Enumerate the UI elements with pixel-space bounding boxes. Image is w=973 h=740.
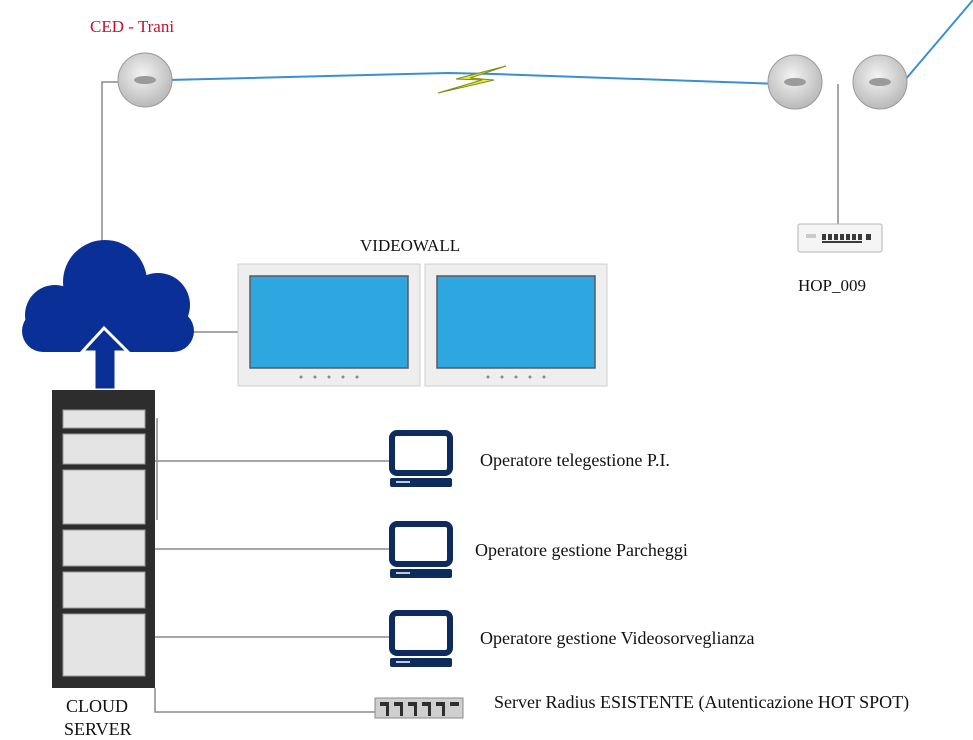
operator-label: Operatore telegestione P.I.	[480, 450, 670, 470]
network-switch-icon	[797, 223, 883, 253]
connector-lines	[101, 81, 839, 713]
link-server-to-radius	[154, 688, 375, 713]
monitor-screen	[249, 275, 409, 369]
radius-server-label: Server Radius ESISTENTE (Autenticazione …	[494, 692, 910, 712]
cloud-server-label-line2: SERVER	[64, 719, 132, 739]
desktop-computer-icon	[389, 610, 453, 667]
videowall-label: VIDEOWALL	[360, 236, 461, 255]
operator-label: Operatore gestione Videosorveglianza	[480, 628, 755, 648]
monitor-screen	[436, 275, 596, 369]
antenna-relay-2	[852, 54, 908, 110]
desktop-computer-icon	[389, 430, 453, 487]
site-title: CED - Trani	[90, 17, 175, 36]
upload-arrow-icon	[78, 325, 132, 392]
radius-server-icon	[374, 697, 464, 719]
antenna-ced-trani	[117, 52, 173, 108]
lightning-bolt-icon	[437, 65, 507, 94]
cloud-server-label-line1: CLOUD	[66, 696, 128, 716]
desktop-computer-icon	[389, 521, 453, 578]
wireless-link	[167, 0, 973, 94]
videowall-monitor-right	[424, 263, 608, 387]
wireless-link-uplink	[904, 0, 973, 81]
wireless-link-line	[167, 71, 781, 85]
uplink-cloud-to-antenna	[101, 81, 122, 243]
antenna-relay-1	[767, 54, 823, 110]
operator-label: Operatore gestione Parcheggi	[475, 540, 688, 560]
switch-label: HOP_009	[798, 276, 867, 295]
server-rack-icon	[52, 390, 155, 688]
videowall-monitor-left	[237, 263, 421, 387]
